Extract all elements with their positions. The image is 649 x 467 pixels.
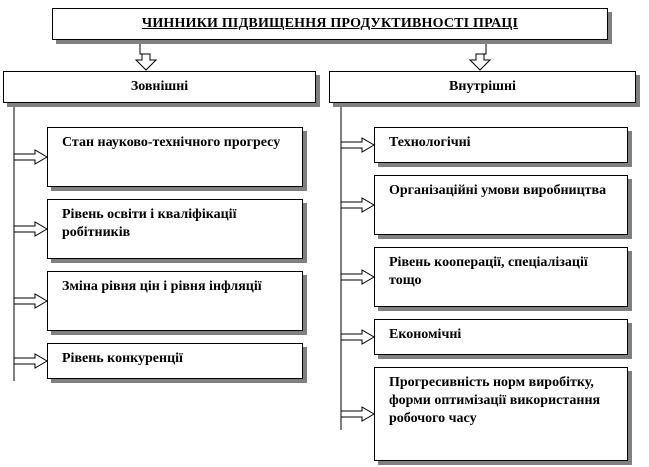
arrow-external-4	[13, 353, 48, 369]
connector-title-right	[468, 40, 492, 71]
external-item-1: Стан науково-технічного прогресу	[47, 127, 303, 187]
arrow-external-2	[13, 221, 48, 237]
arrow-internal-1	[340, 137, 375, 153]
arrow-external-1	[13, 149, 48, 165]
internal-item-4: Економічні	[374, 319, 628, 355]
external-item-4: Рівень конкуренції	[47, 343, 303, 379]
category-external: Зовнішні	[3, 71, 316, 103]
arrow-external-3	[13, 293, 48, 309]
arrow-internal-4	[340, 329, 375, 345]
arrow-internal-5	[340, 406, 375, 422]
arrow-internal-2	[340, 197, 375, 213]
arrow-internal-3	[340, 269, 375, 285]
diagram-title: ЧИННИКИ ПІДВИЩЕННЯ ПРОДУКТИВНОСТІ ПРАЦІ	[52, 8, 608, 40]
external-item-3: Зміна рівня цін і рівня інфляції	[47, 271, 303, 331]
category-internal: Внутрішні	[329, 71, 636, 103]
internal-item-1: Технологічні	[374, 127, 628, 163]
internal-item-3: Рівень кооперації, спеціалізації тощо	[374, 247, 628, 307]
internal-item-2: Організаційні умови виробництва	[374, 175, 628, 235]
connector-title-left	[134, 40, 158, 71]
internal-item-5: Прогресивність норм виробітку, форми опт…	[374, 367, 628, 461]
external-item-2: Рівень освіти і кваліфікації робітників	[47, 199, 303, 259]
